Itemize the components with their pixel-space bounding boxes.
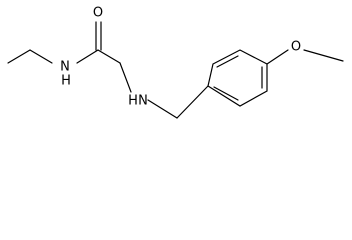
- chemical-structure: O N H H N O: [7, 6, 344, 119]
- carbonyl-oxygen-label: O: [93, 6, 103, 21]
- bond-ethyl-ch2-nh: [29, 49, 53, 64]
- amide-hydrogen-label: H: [61, 74, 71, 89]
- bond-ch2-amine: [119, 62, 132, 93]
- ether-oxygen-label: O: [291, 40, 301, 55]
- bond-carbonyl-ch2: [97, 49, 121, 64]
- bond-benzyl-ring: [176, 85, 209, 119]
- amine-nitrogen-label: N: [138, 94, 148, 109]
- ring-double-bond-3: [213, 86, 239, 101]
- bond-ether-methyl: [303, 49, 344, 62]
- ring-double-bond-1: [216, 55, 239, 68]
- amine-hydrogen-label: H: [128, 94, 138, 109]
- bond-ethyl-ch3-ch2: [7, 49, 31, 64]
- amide-nitrogen-label: N: [60, 60, 70, 75]
- bond-nh-carbonyl: [76, 49, 99, 64]
- benzene-ring: [207, 49, 268, 107]
- bond-ring-ether-oxygen: [266, 49, 289, 65]
- bond-amine-benzyl: [147, 99, 178, 119]
